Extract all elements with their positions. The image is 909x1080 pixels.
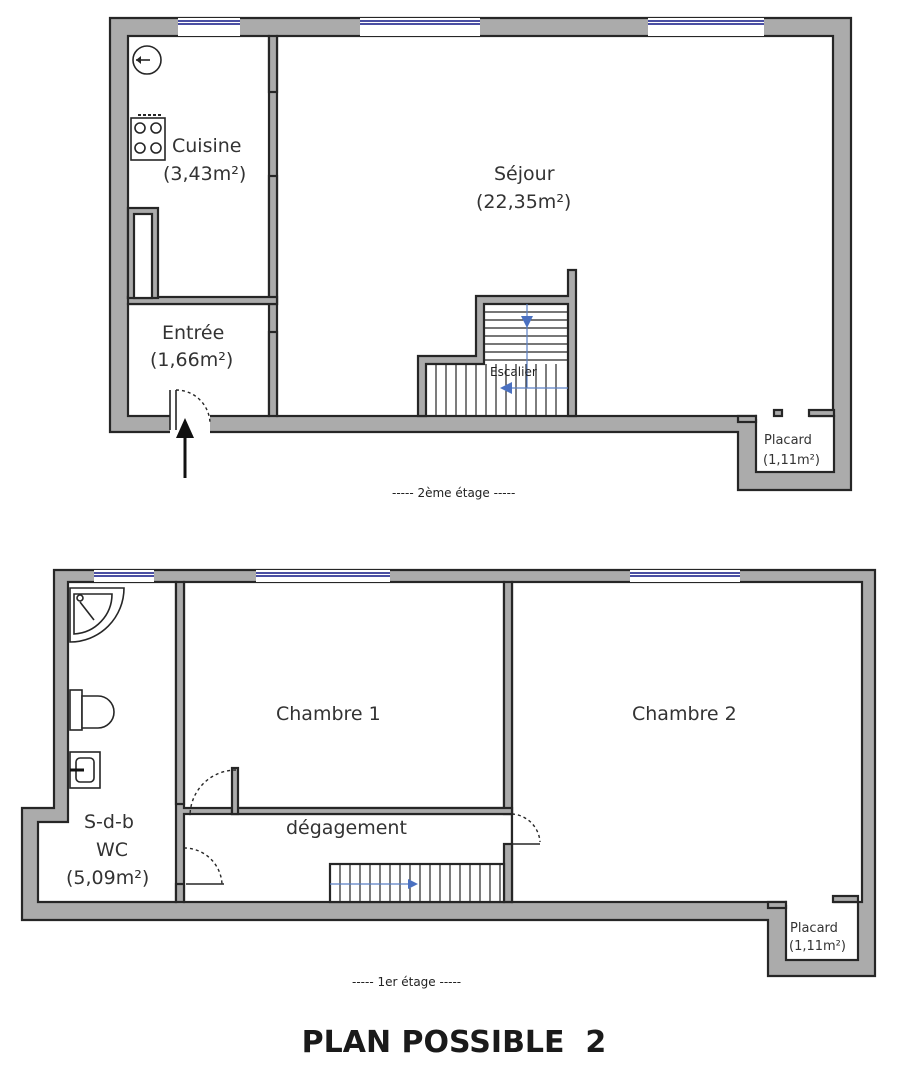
plan-title: PLAN POSSIBLE 2 <box>302 1025 607 1060</box>
sdb-area: (5,09m²) <box>66 867 149 889</box>
entree-label: Entrée <box>162 322 224 344</box>
sejour-label: Séjour <box>494 163 555 185</box>
cuisine-area: (3,43m²) <box>163 163 246 185</box>
cuisine-sejour-partition <box>267 34 279 94</box>
chambre2-label: Chambre 2 <box>632 703 737 725</box>
placard-lower-room <box>784 900 860 962</box>
sdb-label: S-d-b <box>84 811 134 833</box>
cuisine-label: Cuisine <box>172 135 242 157</box>
sink-icon <box>69 751 101 789</box>
chambre1-degagement-partition <box>230 806 514 816</box>
placard-wall-left <box>736 414 758 424</box>
sejour-room <box>275 34 835 418</box>
entree-area: (1,66m²) <box>150 349 233 371</box>
sejour-area: (22,35m²) <box>476 191 571 213</box>
chambre1-door-stub <box>230 766 240 816</box>
placard-lower-area: (1,11m²) <box>789 939 846 954</box>
wc-label: WC <box>96 839 128 861</box>
placard-lower-wall-right <box>831 894 860 904</box>
stair-arrow-left-icon <box>500 382 512 394</box>
placard-wall-right <box>807 408 836 418</box>
escalier-label: Escalier <box>490 365 537 379</box>
sdb-partition <box>174 580 186 806</box>
placard-lower-label: Placard <box>790 921 838 936</box>
entrance-arrow-icon <box>176 418 194 438</box>
placard-lower-wall <box>766 900 788 910</box>
upper-staircase <box>416 268 578 418</box>
chambre1-label: Chambre 1 <box>276 703 381 725</box>
placard-upper-label: Placard <box>764 433 812 448</box>
degagement-label: dégagement <box>286 817 407 839</box>
placard-upper-area: (1,11m²) <box>763 453 820 468</box>
lower-staircase <box>328 862 506 904</box>
stair-arrow-right-icon <box>408 879 418 889</box>
lower-floor: Chambre 1 Chambre 2 dégagement S-d-b WC … <box>20 568 877 989</box>
cuisine-sejour-partition-lower <box>267 174 279 306</box>
upper-floor-caption: ----- 2ème étage ----- <box>392 486 515 500</box>
chambre2-room <box>510 580 864 904</box>
stair-arrow-down-icon <box>521 316 533 328</box>
placard-stub <box>772 408 784 418</box>
degagement-chambre2-partition <box>502 842 514 904</box>
toilet-icon <box>69 689 115 731</box>
lower-floor-caption: ----- 1er étage ----- <box>352 975 461 989</box>
placard-upper-room <box>754 414 836 474</box>
sdb-partition-lower <box>174 882 186 904</box>
chambre1-chambre2-partition <box>502 580 514 816</box>
entree-sejour-partition <box>267 330 279 418</box>
upper-floor: Cuisine (3,43m²) Séjour (22,35m²) Entrée… <box>108 16 853 500</box>
cuisine-entree-partition <box>126 295 279 306</box>
shower-icon <box>69 587 125 643</box>
